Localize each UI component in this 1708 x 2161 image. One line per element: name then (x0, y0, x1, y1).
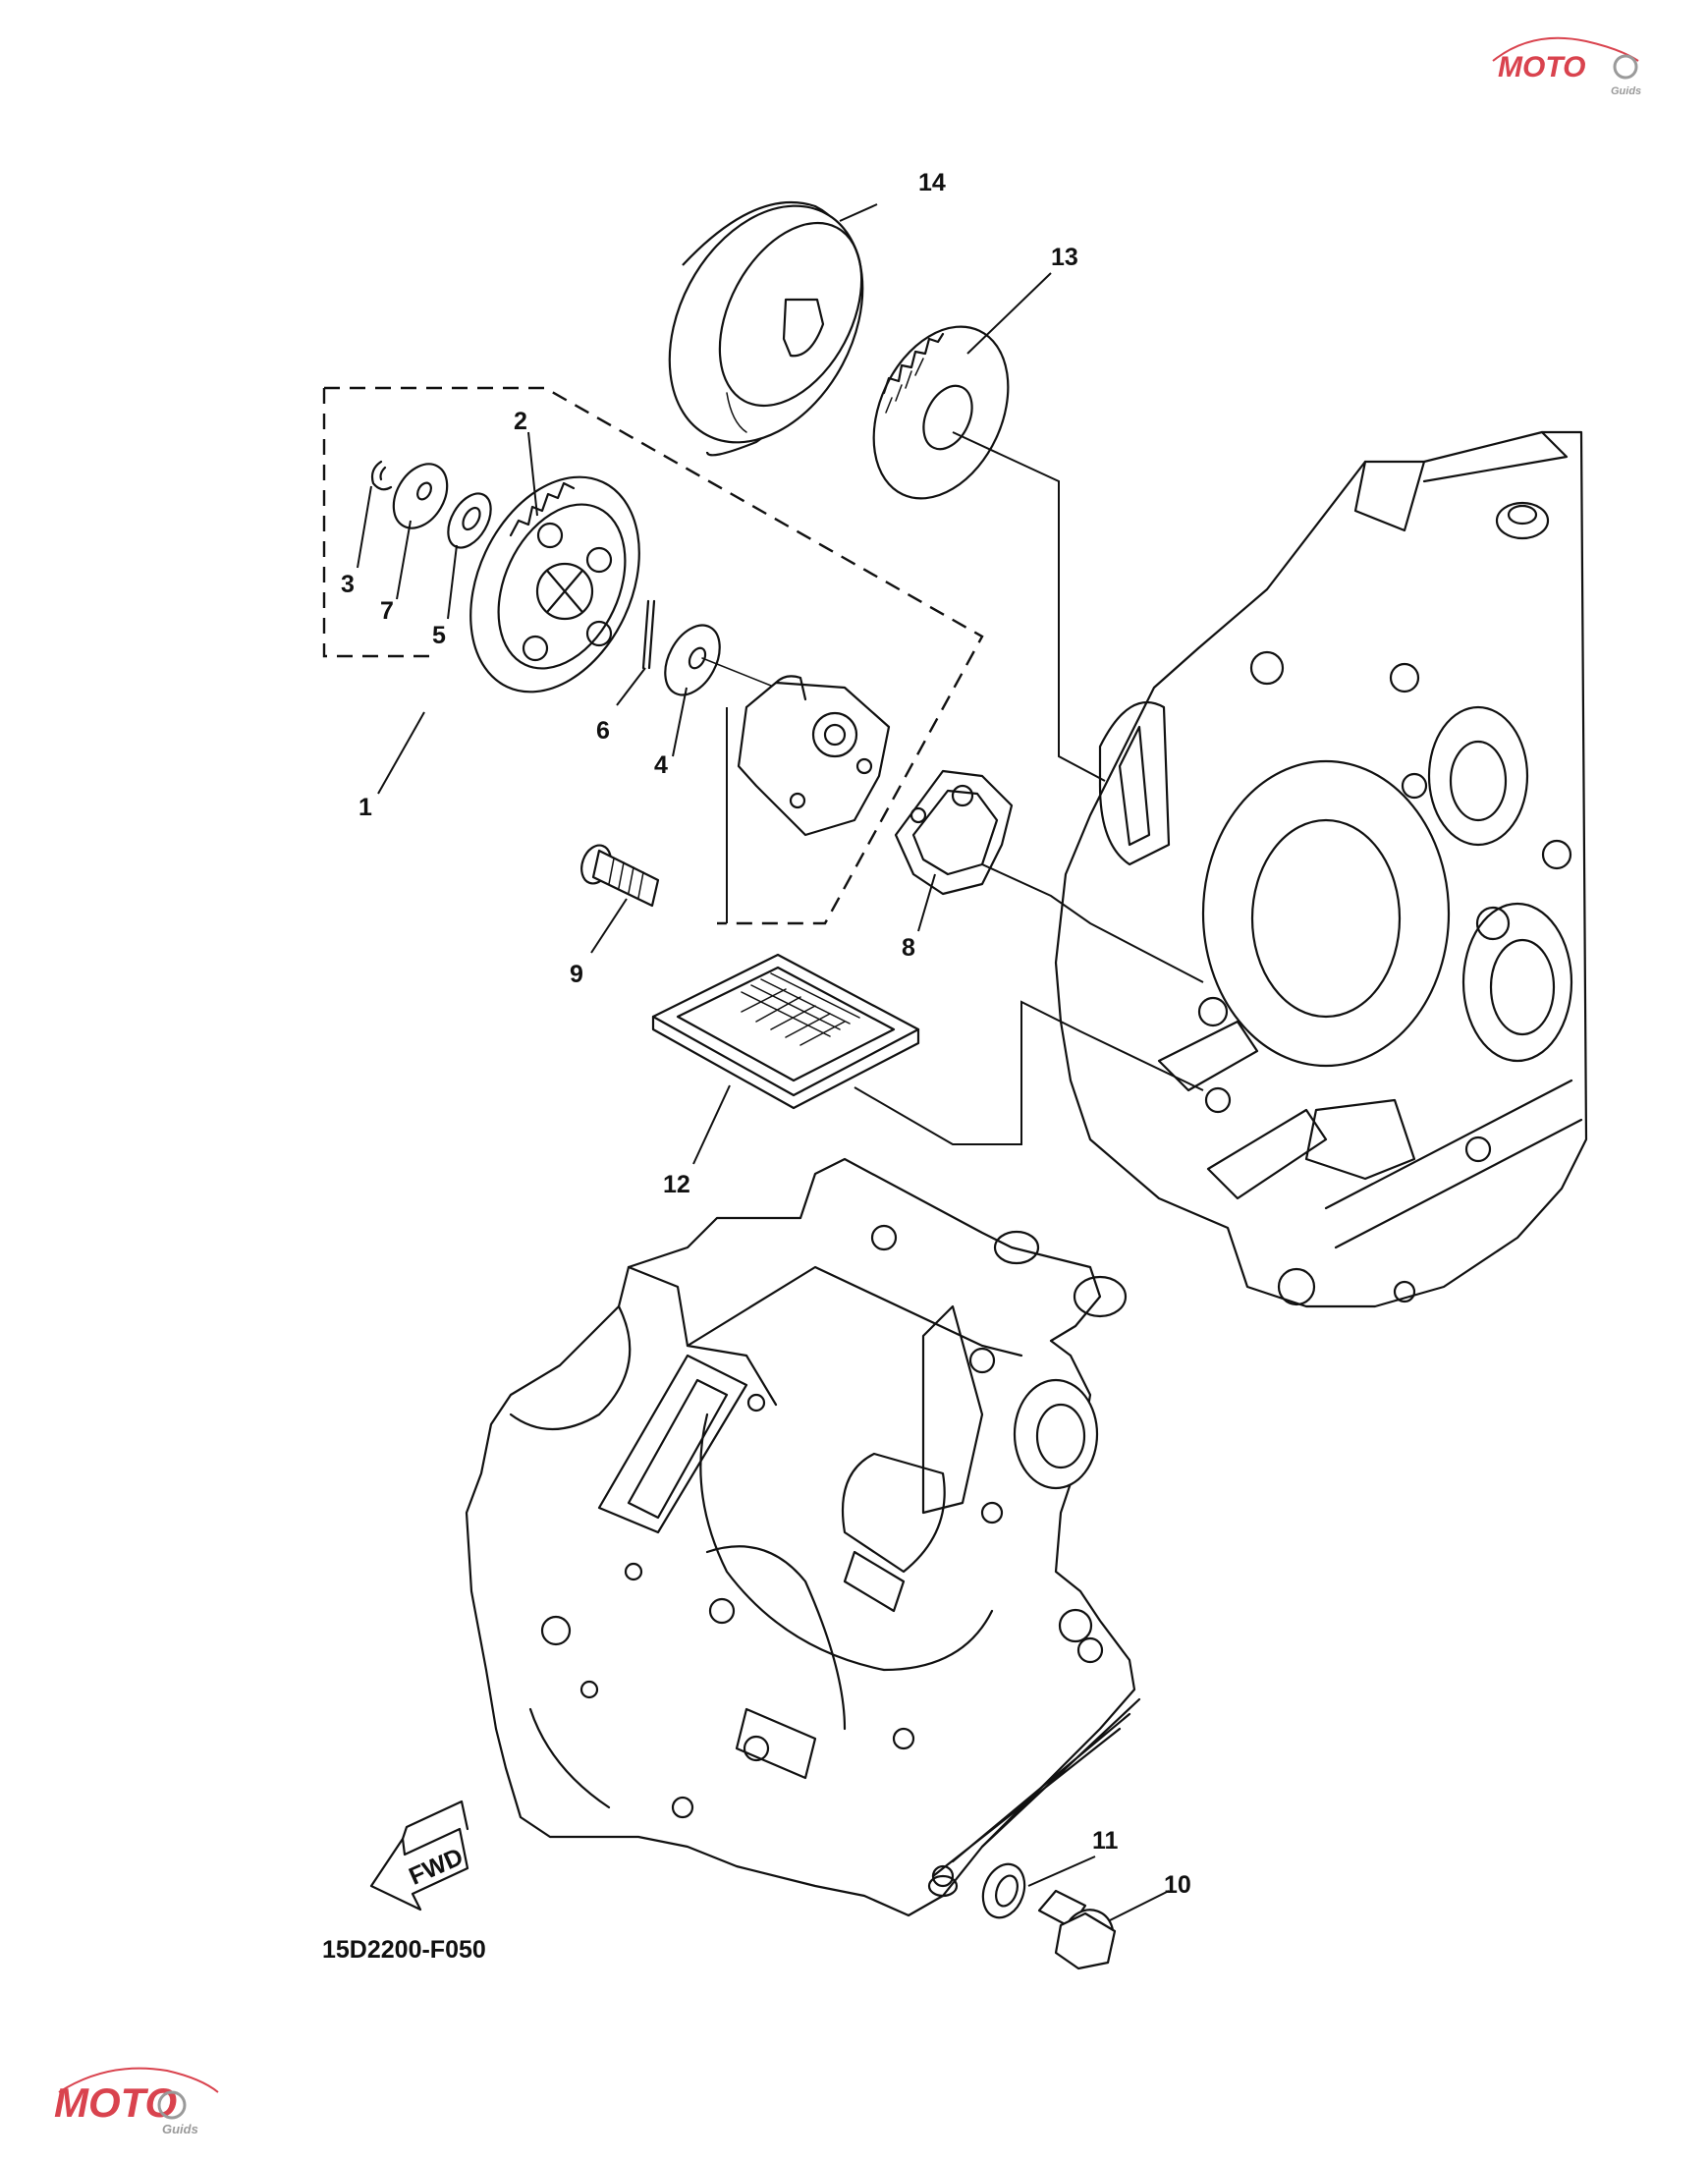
leader-lines (726, 431, 1204, 1145)
callout-4: 4 (654, 751, 668, 779)
part-4-washer (664, 624, 721, 696)
part-2-pump-gear (469, 475, 640, 693)
part-14-rotor (668, 200, 864, 457)
part-5-washer (447, 492, 492, 549)
callout-9: 9 (570, 961, 583, 988)
part-10-drain-plug (1037, 1889, 1117, 1970)
callout-11: 11 (1092, 1827, 1119, 1855)
callout-7: 7 (380, 597, 394, 625)
part-12-strainer (651, 953, 920, 1110)
callout-5: 5 (432, 622, 446, 649)
callout-2: 2 (514, 408, 527, 435)
crankcase-left-half (465, 1157, 1141, 1917)
part-7-washer (392, 463, 449, 529)
part-8-gasket (894, 769, 1014, 896)
oil-pump-body (701, 657, 891, 837)
part-6-pin (641, 599, 656, 670)
crankcase-right-half (1054, 430, 1588, 1308)
watermark-logo-top: MOTO Guids (1492, 36, 1641, 97)
watermark-logo-bottom: MOTO Guids (54, 2067, 219, 2136)
callout-1: 1 (358, 794, 372, 821)
part-13-gear (872, 325, 1010, 500)
watermark-brand-bottom: MOTO (54, 2079, 177, 2126)
figure-code: 15D2200-F050 (322, 1936, 486, 1964)
callout-numbers: 14 13 2 3 7 5 6 4 1 8 9 12 11 10 (341, 169, 1191, 1899)
callout-10: 10 (1164, 1871, 1191, 1899)
callout-8: 8 (902, 934, 915, 962)
part-9-bolt (580, 844, 660, 908)
watermark-sub-top: Guids (1611, 85, 1641, 97)
callout-13: 13 (1051, 244, 1078, 271)
part-11-washer (981, 1862, 1026, 1919)
callout-12: 12 (663, 1171, 690, 1198)
pump-assembly-boundary (322, 386, 984, 925)
callout-14: 14 (918, 169, 946, 196)
watermark-brand-top: MOTO (1498, 51, 1585, 83)
fwd-arrow-icon: FWD (369, 1800, 469, 1912)
part-3-circlip (370, 460, 393, 491)
callout-3: 3 (341, 571, 355, 598)
watermark-sub-bottom: Guids (162, 2122, 198, 2136)
callout-leaders (357, 203, 1170, 1921)
callout-6: 6 (596, 717, 610, 745)
